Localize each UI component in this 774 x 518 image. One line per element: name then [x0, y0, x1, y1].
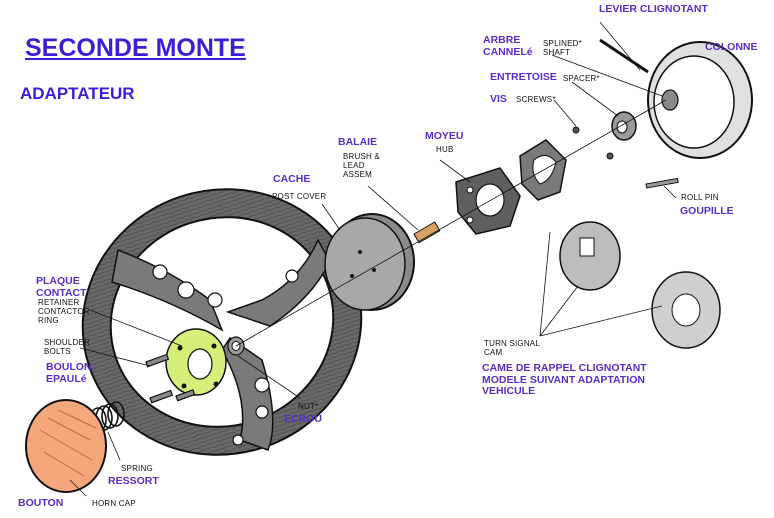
label-screws: SCREWS* [516, 95, 556, 104]
roll-pin [645, 177, 679, 189]
label-arbre: ARBRE CANNELé [483, 34, 533, 58]
label-retainer-line2: CONTACTOR [38, 306, 90, 316]
label-brush-lead-assem: BRUSH & LEAD ASSEM [343, 152, 380, 179]
spacer [611, 111, 637, 141]
label-entretoise: ENTRETOISE [490, 71, 557, 83]
leader-lines [69, 21, 677, 497]
post-cover [324, 213, 415, 311]
label-hub: HUB [436, 145, 454, 154]
label-nut: NUT* [298, 402, 319, 411]
label-vis: VIS [490, 93, 507, 105]
shoulder-bolts [145, 353, 196, 404]
label-turn-line1: TURN SIGNAL [484, 339, 540, 348]
label-plaque-line1: PLAQUE [36, 275, 80, 287]
label-turn-line2: CAM [484, 347, 503, 357]
horn-cap [25, 399, 107, 493]
label-horn-cap: HORN CAP [92, 499, 136, 508]
label-arbre-line2: CANNELé [483, 45, 533, 58]
label-boulon-line1: BOULON [46, 361, 92, 373]
label-arbre-line1: ARBRE [483, 34, 521, 46]
label-brush-line2: LEAD [343, 160, 365, 170]
label-bouton: BOUTON [18, 497, 64, 509]
label-brush-line3: ASSEM [343, 169, 373, 179]
label-spring: SPRING [121, 464, 153, 473]
diagram-subtitle: ADAPTATEUR [20, 84, 135, 103]
steering-wheel [81, 188, 363, 456]
screws [572, 126, 614, 160]
label-shoulder-line2: BOLTS [44, 346, 71, 356]
label-came-line3: VEHICULE [482, 385, 536, 398]
label-plaque-contact: PLAQUE CONTACT [36, 275, 87, 299]
label-turn-signal-cam: TURN SIGNAL CAM [484, 339, 540, 358]
label-came-line2: MODELE SUIVANT ADAPTATION [482, 373, 645, 386]
label-post-cover: POST COVER [272, 192, 327, 201]
label-balaie: BALAIE [338, 136, 378, 148]
label-roll-pin: ROLL PIN [681, 193, 719, 202]
label-shoulder-line1: SHOULDER [44, 338, 91, 347]
label-retainer-line3: RING [38, 315, 59, 325]
label-retainer-contactor-ring: RETAINER CONTACTOR RING [38, 298, 90, 325]
contact-plate [165, 328, 227, 396]
label-boulon-line2: EPAULé [46, 372, 87, 385]
label-splined-line1: SPLINED* [543, 39, 582, 48]
hub [455, 167, 521, 235]
label-boulon-epaule: BOULON EPAULé [46, 361, 92, 385]
label-retainer-line1: RETAINER [38, 298, 80, 307]
label-ressort: RESSORT [108, 475, 159, 487]
label-ecrou: ECROU [284, 413, 322, 425]
brush-lead-assembly [413, 221, 441, 244]
label-came-line1: CAME DE RAPPEL CLIGNOTANT [482, 362, 647, 374]
label-plaque-line2: CONTACT [36, 286, 87, 299]
label-moyeu: MOYEU [425, 130, 464, 142]
steering-column [599, 38, 753, 159]
label-brush-line1: BRUSH & [343, 152, 380, 161]
turn-signal-cam [559, 221, 721, 349]
label-came-de-rappel: CAME DE RAPPEL CLIGNOTANT MODELE SUIVANT… [482, 362, 647, 398]
label-colonne: COLONNE [705, 41, 758, 53]
label-spacer: SPACER* [563, 74, 600, 83]
label-splined-line2: SHAFT [543, 47, 571, 57]
label-shoulder-bolts: SHOULDER BOLTS [44, 338, 91, 357]
label-goupille: GOUPILLE [680, 205, 734, 217]
label-levier-clignotant: LEVIER CLIGNOTANT [599, 3, 708, 15]
label-cache: CACHE [273, 173, 311, 185]
diagram-title: SECONDE MONTE [25, 34, 246, 62]
label-splined-shaft: SPLINED* SHAFT [543, 39, 582, 58]
